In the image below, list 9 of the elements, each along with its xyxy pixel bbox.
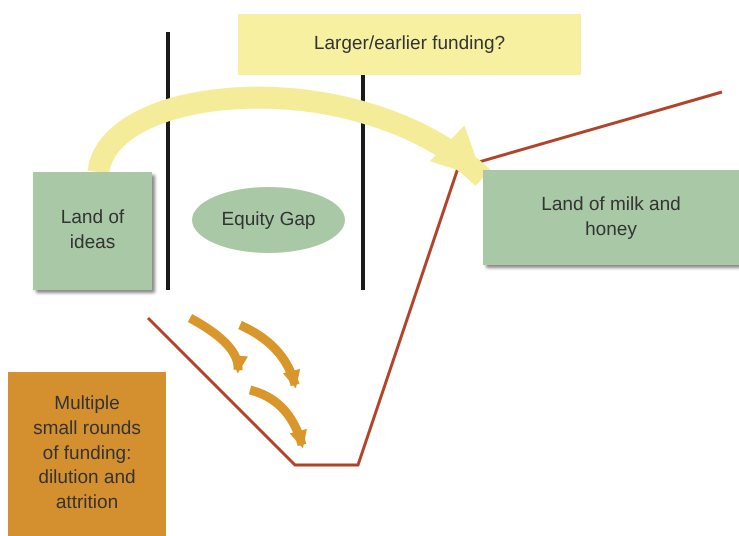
funding-box <box>8 372 166 536</box>
node-label: Equity Gap <box>222 208 316 232</box>
stage-box <box>483 170 739 265</box>
node-label: Land of ideas <box>60 206 126 255</box>
node-label: Larger/earlier funding? <box>314 32 506 56</box>
stage-box <box>33 172 152 290</box>
node-label: Multiple small rounds of funding: dilution and attrition <box>32 392 142 516</box>
node-label: Land of milk and honey <box>540 192 682 242</box>
funding-box <box>238 14 581 75</box>
